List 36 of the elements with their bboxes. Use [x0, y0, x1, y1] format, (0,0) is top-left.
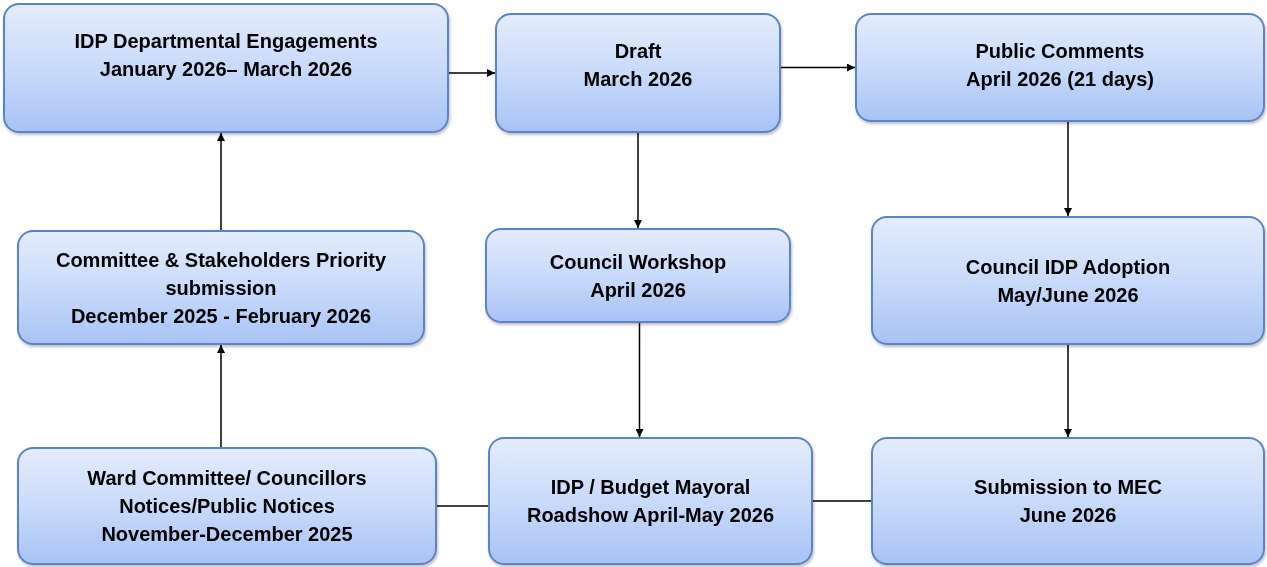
process-box — [488, 437, 813, 565]
box-text: May/June 2026 — [997, 282, 1139, 308]
box-text: June 2026 — [1019, 503, 1117, 528]
box-text: March 2026 — [583, 67, 693, 92]
arrow — [635, 322, 644, 438]
connector-line — [812, 500, 872, 502]
arrow — [780, 63, 856, 72]
box-text: Public Comments — [975, 39, 1145, 64]
arrow — [217, 344, 225, 448]
arrow — [1064, 344, 1072, 438]
box-text: Council Workshop — [549, 249, 727, 275]
box-text: January 2026– March 2026 — [99, 57, 353, 82]
box-text: April 2026 (21 days) — [966, 67, 1154, 92]
box-text: IDP / Budget Mayoral Roadshow April-May 2026 — [525, 475, 776, 528]
process-box — [3, 3, 449, 133]
process-box — [485, 228, 791, 323]
process-box — [17, 447, 437, 565]
box-text: December 2025 - February 2026 — [70, 303, 372, 329]
process-box — [495, 13, 781, 133]
box-text: April 2026 — [590, 277, 686, 303]
arrow — [1064, 121, 1072, 217]
box-text: November-December 2025 — [101, 522, 353, 547]
box-text: Ward Committee/ Councillors Notices/Public Notices — [86, 466, 368, 519]
process-box — [871, 216, 1265, 345]
arrow — [634, 132, 642, 229]
arrow — [448, 69, 496, 77]
box-text: Submission to MEC — [974, 475, 1162, 500]
box-text: Council IDP Adoption — [965, 254, 1171, 280]
arrow — [217, 132, 225, 231]
process-box — [855, 13, 1265, 122]
box-text: Draft — [614, 39, 662, 64]
process-box — [871, 437, 1265, 565]
box-text: IDP Departmental Engagements — [74, 29, 378, 54]
box-text: Committee & Stakeholders Priority submission — [54, 247, 388, 301]
process-box — [17, 230, 425, 345]
connector-line — [436, 505, 489, 507]
